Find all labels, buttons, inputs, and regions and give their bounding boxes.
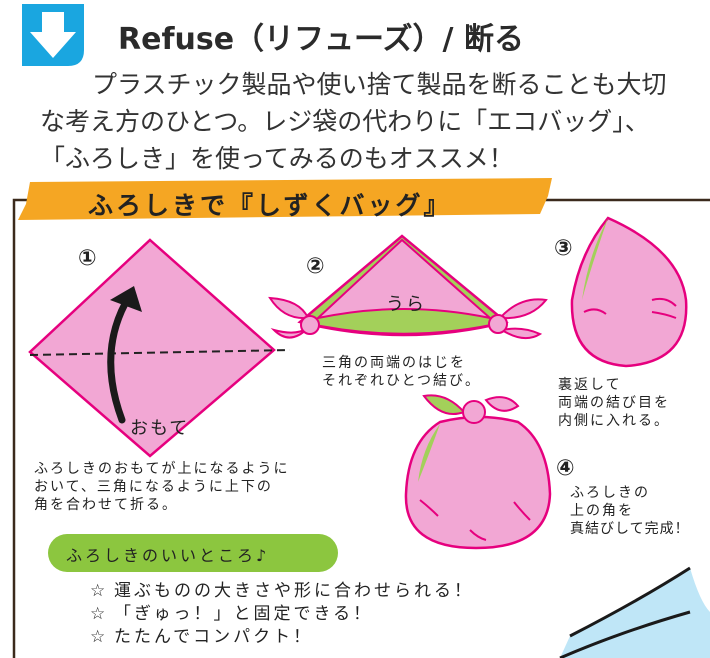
down-arrow-icon <box>22 4 84 66</box>
page-title: Refuse（リフューズ）/ 断る <box>118 22 524 57</box>
banner-shape <box>18 178 552 220</box>
step-2-side-label: うら <box>386 294 426 315</box>
step-4-number: ④ <box>556 456 575 481</box>
step-1-side-label: おもて <box>130 418 190 439</box>
good-points-title: ふろしきのいいところ♪ <box>66 546 270 565</box>
step-2-caption-line-1: 三角の両端のはじを <box>322 355 466 371</box>
good-points-list: ☆運ぶものの大きさや形に合わせられる！ ☆「ぎゅっ！」と固定できる！ ☆たたんで… <box>90 580 474 649</box>
intro-line-2: な考え方のひとつ。レジ袋の代わりに「エコバッグ」、 <box>40 107 650 136</box>
star-icon: ☆ <box>90 581 109 601</box>
intro-text: プラスチック製品や使い捨て製品を断ることも大切 な考え方のひとつ。レジ袋の代わり… <box>40 66 710 177</box>
step-2-cloth <box>268 234 548 340</box>
step-4-caption-line-1: ふろしきの <box>570 485 650 501</box>
step-3-caption-line-1: 裏返して <box>558 377 622 393</box>
star-icon: ☆ <box>90 604 109 624</box>
step-2-number: ② <box>306 254 325 279</box>
page-curl-decoration <box>559 566 710 658</box>
step-1-cloth <box>28 238 291 458</box>
step-3-number: ③ <box>554 236 573 261</box>
step-2-caption-line-2: それぞれひとつ結び。 <box>322 373 482 389</box>
list-item: ☆「ぎゅっ！」と固定できる！ <box>90 604 374 624</box>
step-1-caption-line-3: 角を合わせて折る。 <box>34 497 178 513</box>
guide-banner-title: ふろしきで『しずくバッグ』 <box>88 191 452 220</box>
intro-line-3: 「ふろしき」を使ってみるのもオススメ！ <box>40 144 514 173</box>
list-item: ☆たたんでコンパクト！ <box>90 627 314 647</box>
step-3-cloth <box>570 216 688 368</box>
step-3-caption-line-2: 両端の結び目を <box>558 395 670 411</box>
step-4-bag <box>404 394 552 550</box>
step-3-caption-line-3: 内側に入れる。 <box>558 413 670 429</box>
step-1-number: ① <box>78 246 97 271</box>
intro-line-1: プラスチック製品や使い捨て製品を断ることも大切 <box>92 70 667 99</box>
star-icon: ☆ <box>90 627 109 647</box>
step-1-caption-line-1: ふろしきのおもてが上になるように <box>34 461 290 477</box>
step-4-caption-line-2: 上の角を <box>570 503 634 519</box>
list-item: ☆運ぶものの大きさや形に合わせられる！ <box>90 581 474 601</box>
step-4-caption-line-3: 真結びして完成！ <box>570 521 690 537</box>
good-points-pill <box>48 534 338 572</box>
step-1-caption-line-2: おいて、三角になるように上下の <box>34 479 273 495</box>
